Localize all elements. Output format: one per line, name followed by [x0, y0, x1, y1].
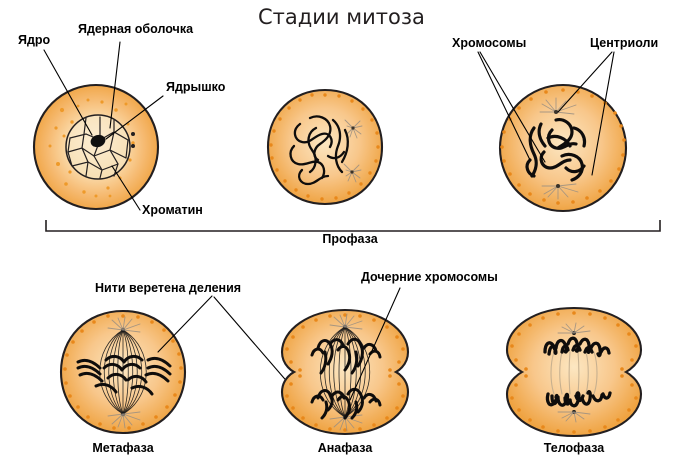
- membrane-granules: [269, 93, 380, 201]
- membrane-granules: [510, 311, 638, 434]
- centriole-aster-bottom: [541, 183, 579, 200]
- cell-telophase: [505, 306, 643, 438]
- label-chromosomes: Хромосомы: [452, 36, 526, 50]
- pole-aster-top: [329, 313, 363, 330]
- cell-late-prophase: [498, 83, 628, 213]
- pole-aster-top: [107, 316, 141, 333]
- centriole-aster-upper: [344, 119, 363, 139]
- cell-anaphase: [280, 308, 410, 436]
- stage-label-metaphase: Метафаза: [92, 441, 154, 455]
- label-spindle-fibers: Нити веретена деления: [95, 281, 241, 295]
- cell-metaphase: [59, 309, 187, 435]
- label-daughter-chromosomes: Дочерние хромосомы: [361, 270, 498, 284]
- prophase-bracket: [45, 220, 661, 232]
- nucleolus-shape: [90, 134, 106, 148]
- daughter-chromosomes-lower: [310, 387, 382, 420]
- cell-early-prophase: [266, 88, 384, 206]
- condensed-chromosomes: [525, 118, 587, 182]
- aligned-chromosomes: [76, 354, 172, 396]
- telophase-chromosomes-upper: [543, 336, 611, 358]
- leader-line-daughter-chromosomes: [349, 287, 401, 401]
- label-centrioles: Центриоли: [590, 36, 658, 50]
- leader-lines-cell1: [43, 41, 164, 211]
- label-nucleus: Ядро: [18, 33, 51, 47]
- pole-aster-top: [557, 322, 591, 334]
- membrane-granules: [500, 88, 626, 205]
- pole-aster-bottom: [557, 411, 591, 423]
- daughter-chromosomes-upper: [310, 337, 382, 375]
- page-title: Стадии митоза: [258, 5, 425, 29]
- label-nucleolus: Ядрышко: [166, 80, 226, 94]
- label-nuclear-envelope: Ядерная оболочка: [78, 22, 194, 36]
- centriole-aster-lower: [343, 163, 362, 183]
- residual-spindle: [550, 351, 598, 395]
- pole-aster-bottom: [107, 411, 141, 429]
- cell-interphase: [32, 83, 160, 211]
- stage-label-prophase: Профаза: [322, 232, 378, 246]
- condensing-chromosomes: [289, 115, 349, 186]
- stage-label-telophase: Телофаза: [544, 441, 605, 455]
- telophase-chromosomes-lower: [545, 390, 612, 408]
- leader-lines-spindle: [157, 295, 291, 386]
- cytoplasm-granules: [48, 98, 135, 198]
- membrane-granules: [63, 314, 183, 430]
- stage-label-anaphase: Анафаза: [318, 441, 374, 455]
- leader-lines-cell3: [477, 51, 615, 176]
- membrane-granules: [285, 313, 405, 432]
- label-chromatin: Хроматин: [142, 203, 203, 217]
